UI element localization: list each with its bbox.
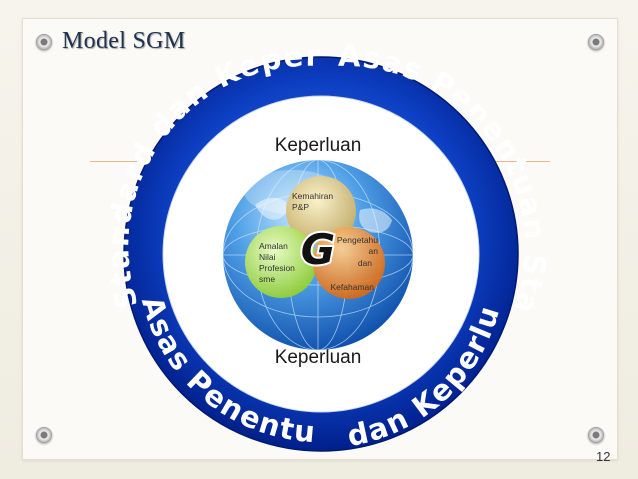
values-label-line4: sme <box>259 274 275 284</box>
knowledge-label-line3: dan <box>358 258 372 268</box>
need-label-bottom: Keperluan <box>275 347 362 368</box>
pin-icon <box>588 34 604 50</box>
values-label-line3: Profesion <box>259 263 295 273</box>
skills-label-line2: P&P <box>292 202 309 212</box>
pin-icon <box>36 34 52 50</box>
pin-icon <box>588 427 604 443</box>
values-label-line1: Amalan <box>259 241 288 251</box>
page-number: 12 <box>596 449 611 464</box>
skills-circle <box>286 176 356 246</box>
slide-title: Model SGM <box>62 28 186 54</box>
need-label-top: Keperluan <box>275 135 362 156</box>
knowledge-circle <box>313 227 385 299</box>
knowledge-label-line4: Kefahaman <box>331 282 375 292</box>
pin-icon <box>36 427 52 443</box>
svg-text:G: G <box>301 225 335 274</box>
knowledge-label-line1: Pengetahu <box>337 235 378 245</box>
g-logo-icon: G G <box>299 223 337 276</box>
values-circle <box>245 226 317 298</box>
values-label-line2: Nilai <box>259 252 276 262</box>
skills-label-line1: Kemahiran <box>292 191 333 201</box>
g-logo-letter: G <box>301 225 335 274</box>
knowledge-label-line2: an <box>369 246 379 256</box>
